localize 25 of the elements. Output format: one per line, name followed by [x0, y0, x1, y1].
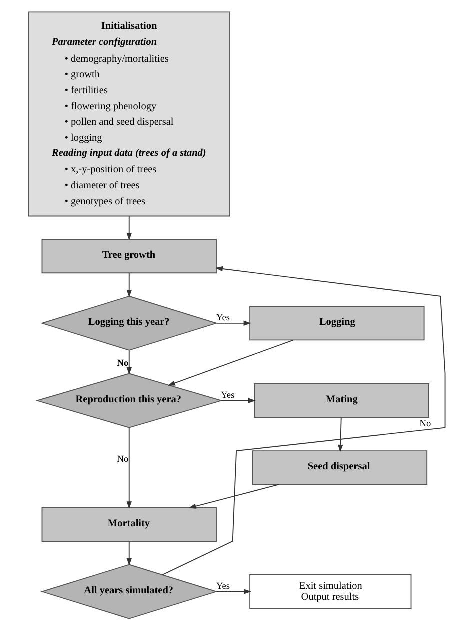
edge-label: Yes — [216, 314, 230, 324]
arrow — [216, 320, 252, 326]
arrow — [126, 427, 132, 510]
arrow — [338, 417, 344, 452]
node-box: Exit simulation Output results — [250, 574, 412, 610]
edge-label: No — [117, 455, 129, 466]
edge-label: No — [117, 358, 129, 369]
arrow — [162, 266, 446, 576]
edge-label: No — [420, 419, 432, 430]
arrow — [126, 541, 132, 566]
arrow — [126, 350, 132, 375]
edge-label: Yes — [216, 582, 230, 592]
node-box: Mortality — [42, 507, 217, 542]
node-box: Tree growth — [42, 239, 217, 274]
arrow — [168, 340, 294, 386]
arrow — [216, 589, 252, 594]
arrow — [220, 398, 256, 404]
arrow — [126, 216, 132, 241]
node-box: Mating — [254, 384, 430, 418]
node-box: Initialisation Parameter configuration • demography/mortalities • growth • fertilities • flowering phenology • pollen and seed dispersal • logging Reading input data (trees of a stand) • x,-y-position of trees • diameter of trees • genotypes of trees — [28, 12, 230, 217]
arrow — [126, 272, 132, 298]
edge-label: Yes — [221, 390, 235, 401]
node-box: Seed dispersal — [252, 450, 428, 486]
arrow — [188, 484, 280, 509]
node-box: Logging — [250, 306, 425, 341]
